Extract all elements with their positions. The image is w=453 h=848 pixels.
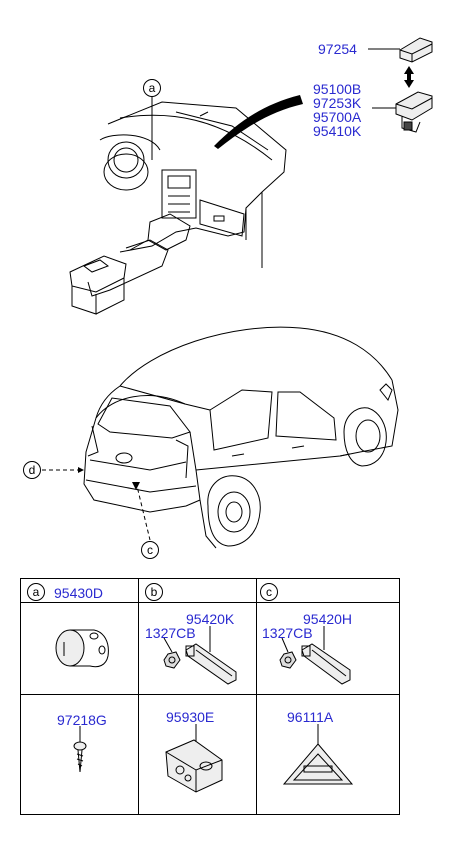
table-header-c [257,579,400,603]
pointer-shape [214,95,303,149]
part-marker-icon [132,482,140,490]
part-number-96111a: 96111A [287,709,334,725]
double-arrow-icon [404,66,414,88]
callout-c: c [141,541,159,559]
nut-1327cb-c-icon [279,651,297,669]
warning-label-96111a-icon [282,743,354,785]
part-number-1327cb-c: 1327CB [262,625,313,641]
table-callout-a: a [27,583,45,601]
part-number-97218g: 97218G [57,712,107,728]
switch-97254-icon [399,37,433,63]
part-number-95930e: 95930E [166,709,215,725]
part-number-97254: 97254 [318,41,357,57]
part-number-95410k: 95410K [313,123,362,139]
table-cell-c [257,579,400,695]
table-callout-b: b [145,583,163,601]
leader-1327cb-b [163,637,173,653]
part-number-95420k: 95420K [186,611,235,627]
part-number-95100b: 95100B [313,81,362,97]
arrow-d-icon [78,467,84,473]
part-number-1327cb-b: 1327CB [145,625,196,641]
switch-95100b-icon [395,91,433,133]
callout-a: a [143,79,161,97]
table-cell-b [139,579,257,695]
table-cell-a [21,603,139,695]
leader-c [135,481,151,541]
nut-1327cb-b-icon [163,651,181,669]
part-number-95420h: 95420H [303,611,353,627]
switch-95930e-icon [165,739,223,793]
part-number-95430d: 95430D [54,585,104,601]
part-number-95700a: 95700A [313,109,362,125]
car-rear-illustration [83,326,399,549]
parts-table [20,578,400,815]
push-button-95430d-icon [55,629,109,668]
part-number-97253k: 97253K [313,95,362,111]
table-callout-c: c [260,583,278,601]
dashboard-illustration [69,101,287,315]
leader-1327cb-c [281,637,289,653]
bracket-95420k-icon [185,643,237,685]
table-cell-d [21,695,139,814]
bracket-95420h-icon [301,643,351,685]
callout-d: d [23,461,41,479]
table-header-a [21,579,139,603]
table-cell-e [139,695,257,814]
